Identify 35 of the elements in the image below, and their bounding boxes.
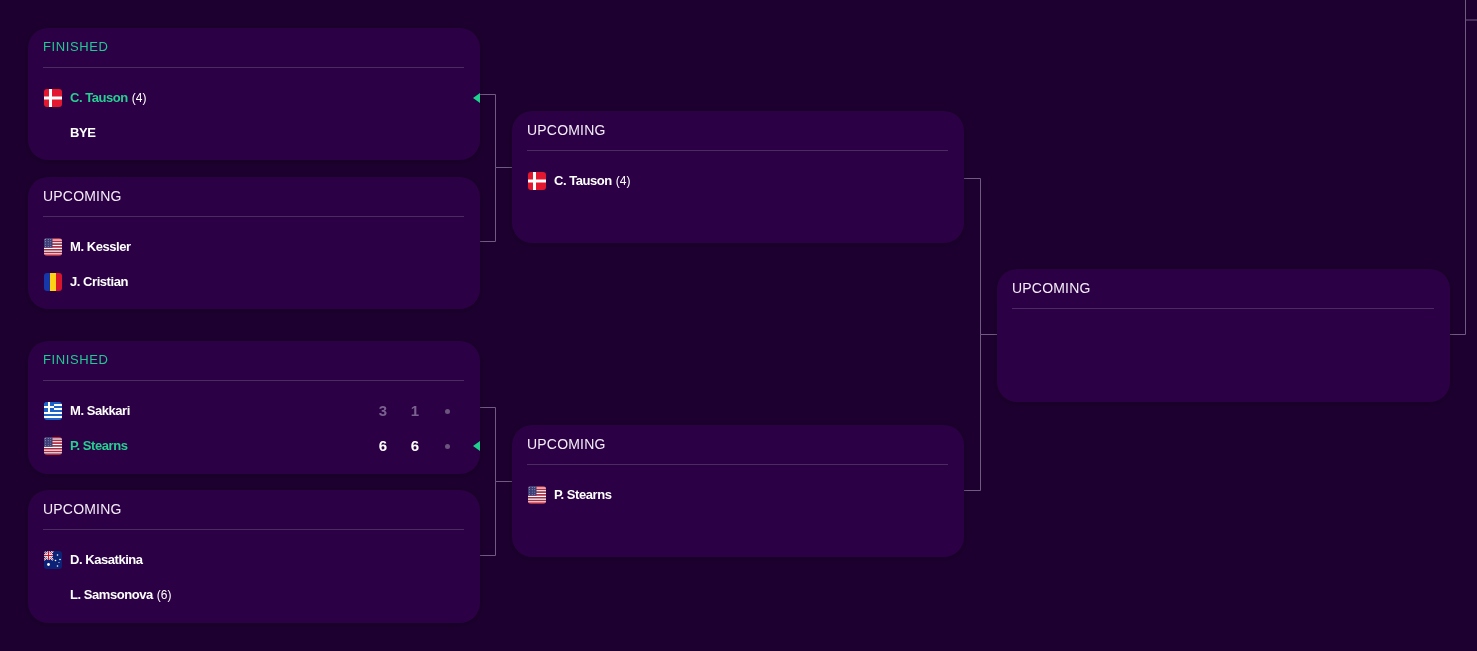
match-card [28,341,480,474]
player-seed: (6) [156,587,172,603]
player-name: D. Kasatkina [70,552,143,568]
player-seed: (4) [131,90,147,106]
match-status: FINISHED [43,352,109,368]
match-status: UPCOMING [527,436,606,452]
match-status: UPCOMING [527,122,606,138]
player-name: P. Stearns [554,487,612,503]
match-status: UPCOMING [43,188,122,204]
player-name: C. Tauson [70,90,128,106]
player-name: BYE [70,125,96,141]
match-status: UPCOMING [1012,280,1091,296]
bracket-connector [479,167,513,242]
bracket-connector [963,334,998,491]
player-name: P. Stearns [70,438,128,454]
set-score: 6 [410,437,420,455]
match-status: FINISHED [43,39,109,55]
player-name: C. Tauson [554,173,612,189]
bracket-connector [1449,19,1477,335]
player-name: L. Samsonova [70,587,153,603]
player-name: M. Kessler [70,239,131,255]
match-card [997,269,1450,402]
match-status: UPCOMING [43,501,122,517]
player-seed: (4) [615,173,631,189]
bracket-connector [479,481,513,556]
set-score: 3 [378,402,388,420]
set-score: 1 [410,402,420,420]
match-card [28,490,480,623]
match-card [28,177,480,309]
set-score: 6 [378,437,388,455]
match-card [512,111,964,243]
player-name: J. Cristian [70,274,128,290]
match-card [512,425,964,557]
match-card [28,28,480,160]
player-name: M. Sakkari [70,403,130,419]
